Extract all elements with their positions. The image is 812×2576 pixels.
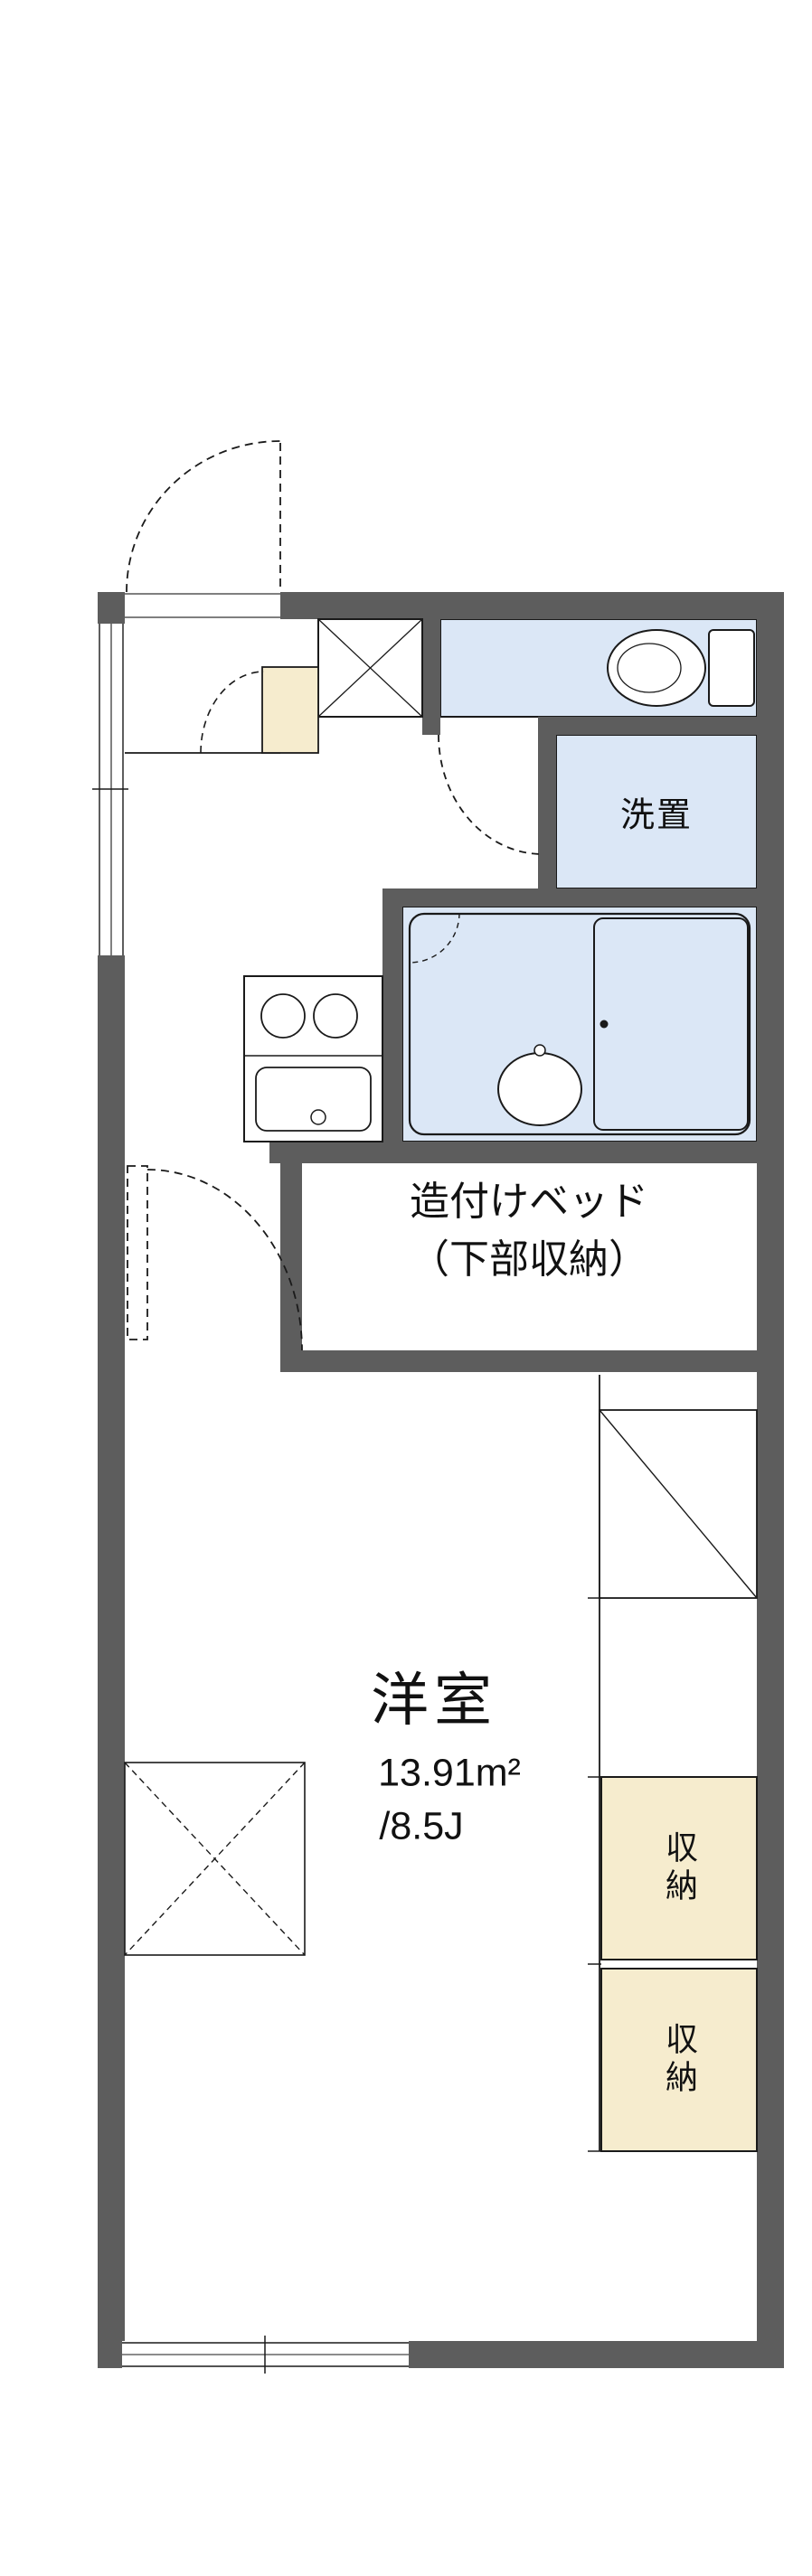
built-in-bed-label-line1: 造付けベッド <box>410 1180 648 1224</box>
bath-unit <box>408 912 751 1136</box>
room-area-label: 13.91m² <box>378 1751 521 1795</box>
kitchen-sink-icon <box>255 1067 372 1132</box>
room-tatami-label: /8.5J <box>379 1804 464 1848</box>
storage-box-top <box>600 1776 758 1960</box>
toilet-icon <box>607 629 755 707</box>
room-name-label: 洋室 <box>371 1668 497 1733</box>
stove-burner-icon <box>313 993 358 1039</box>
entry-storage <box>261 666 319 754</box>
storage-box-bottom <box>600 1968 758 2152</box>
faucet-icon <box>533 1044 546 1057</box>
window-bottom <box>122 2336 409 2374</box>
storage-top-label: 収納 <box>661 1830 698 1906</box>
fold-table <box>124 1762 306 1956</box>
window-left <box>92 624 128 955</box>
toilet-door-arc <box>438 734 543 855</box>
built-in-bed-label-line2: （下部収納） <box>410 1237 648 1282</box>
walls <box>98 592 784 2368</box>
entry-door-arc <box>126 440 281 593</box>
laundry-room <box>555 734 758 889</box>
wash-basin-icon <box>497 1052 582 1126</box>
entry-storage-door-arc <box>200 671 265 754</box>
bath-door-panel <box>593 917 749 1131</box>
room-door-arc <box>127 1165 303 1351</box>
sink-drain-icon <box>310 1109 326 1125</box>
bathroom <box>401 906 758 1142</box>
laundry-label: 洗置 <box>619 796 694 835</box>
storage-bottom-label: 収納 <box>661 2022 698 2098</box>
shoe-box <box>317 618 423 718</box>
bath-door-handle <box>600 1020 609 1029</box>
right-column <box>588 1375 758 2152</box>
entry-doorway <box>125 593 280 618</box>
kitchen-unit <box>243 975 383 1142</box>
built-in-bed-label: 造付けベッド （下部収納） <box>410 1173 648 1289</box>
stove-burner-icon <box>260 993 306 1039</box>
